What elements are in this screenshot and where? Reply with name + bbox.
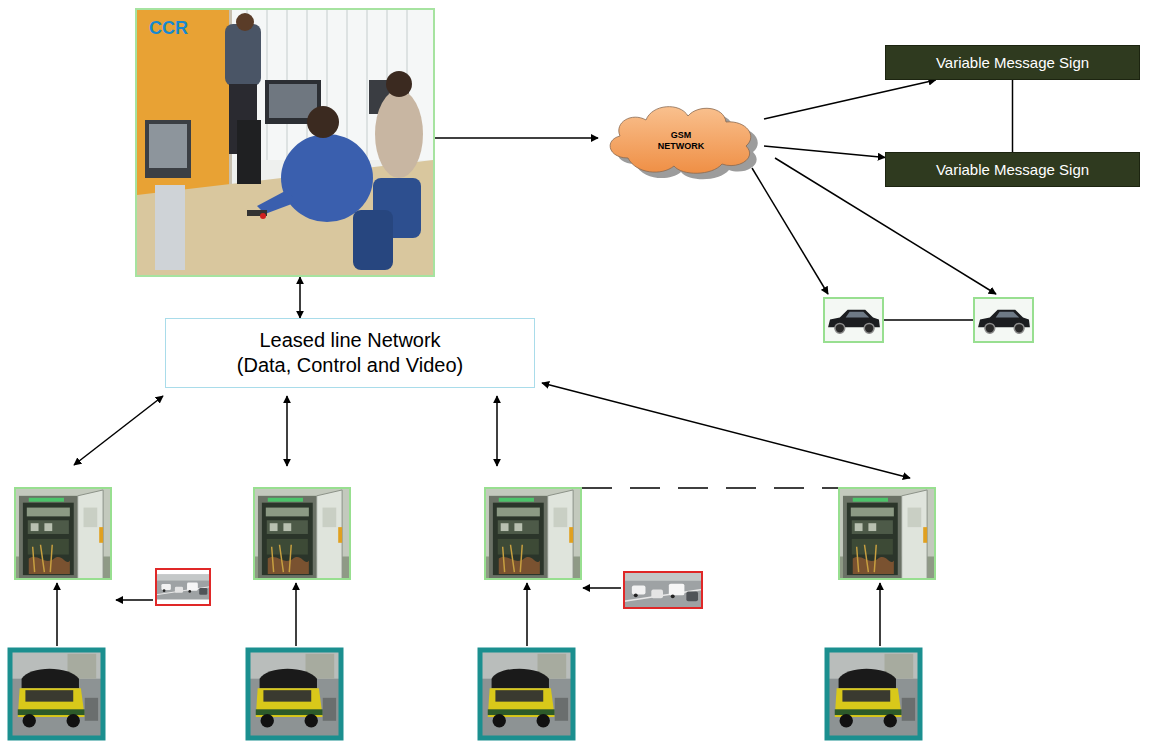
control-room-photo: [137, 10, 433, 275]
car-photo: [824, 298, 883, 342]
vehicle-photo: [248, 650, 341, 738]
node-label: Variable Message Sign: [936, 54, 1089, 71]
cars: [824, 298, 1033, 342]
connector: [764, 80, 936, 119]
cloud-outline: [610, 107, 751, 174]
photo-border: [827, 650, 920, 738]
photo-border: [624, 572, 702, 608]
vehicle-photos: [10, 650, 920, 738]
network-arrow: [74, 396, 163, 465]
photo-border: [839, 488, 935, 579]
cabinet-photo: [15, 488, 111, 579]
cabinet-photo: [485, 488, 581, 579]
photo-computer: [155, 185, 185, 270]
camera-arrow: [116, 599, 153, 601]
photo-border: [254, 488, 350, 579]
picture-arrows: [57, 158, 996, 646]
network-arrow: [542, 383, 910, 478]
photo-chair: [353, 210, 393, 270]
gsm-arrow: [752, 168, 828, 294]
photo-ground: [137, 10, 433, 275]
node-label: CCR: [149, 18, 188, 39]
camera-views: [156, 569, 702, 608]
camera-photo: [156, 575, 210, 600]
node-label: Leased line Network (Data, Control and V…: [200, 328, 500, 378]
vehicle-photo: [827, 650, 920, 738]
control-room-box: CCR: [135, 8, 435, 277]
dashed-link: [582, 487, 838, 489]
camera-photo: [624, 572, 702, 608]
photo-border: [485, 488, 581, 579]
camera-arrow: [583, 587, 621, 589]
connector: [1012, 80, 1014, 152]
network-arrow: [496, 396, 498, 466]
detector-arrow: [526, 583, 528, 646]
photo-person: [375, 90, 423, 178]
vehicle-photo: [480, 650, 573, 738]
cabinet-photo: [839, 488, 935, 579]
node-label: Variable Message Sign: [936, 161, 1089, 178]
sign-box: Variable Message Sign: [885, 152, 1140, 187]
photo-person: [236, 13, 254, 31]
node-label: GSM NETWORK: [654, 130, 708, 153]
photo-screen: [149, 124, 187, 168]
detector-arrow: [879, 583, 881, 646]
connector: [299, 277, 301, 318]
photo-person: [281, 134, 373, 222]
photo-border: [974, 298, 1033, 342]
vehicle-photo: [10, 650, 103, 738]
car-photo: [974, 298, 1033, 342]
detector-arrow: [295, 583, 297, 646]
photo-screen: [269, 84, 317, 118]
photo-border: [480, 650, 573, 738]
photo-border: [15, 488, 111, 579]
photo-person: [225, 24, 261, 86]
cabinet-photo: [254, 488, 350, 579]
photo-computer: [237, 120, 261, 184]
network-cloud: GSM NETWORK: [598, 98, 764, 178]
photo-border: [156, 569, 210, 605]
photo-border: [248, 650, 341, 738]
connector: [435, 137, 598, 139]
car-link: [884, 319, 973, 320]
photo-border: [824, 298, 883, 342]
sign-box: Variable Message Sign: [885, 45, 1140, 80]
detector-arrow: [56, 583, 58, 646]
network-arrow: [286, 396, 288, 466]
connector: [764, 146, 885, 157]
field-cabinets: [15, 488, 935, 579]
photo-person: [307, 106, 339, 138]
network-box: Leased line Network (Data, Control and V…: [165, 318, 535, 388]
photo-border: [10, 650, 103, 738]
photo-person: [386, 71, 412, 97]
photo-monitor: [145, 120, 191, 178]
photo-mouse: [260, 213, 266, 219]
